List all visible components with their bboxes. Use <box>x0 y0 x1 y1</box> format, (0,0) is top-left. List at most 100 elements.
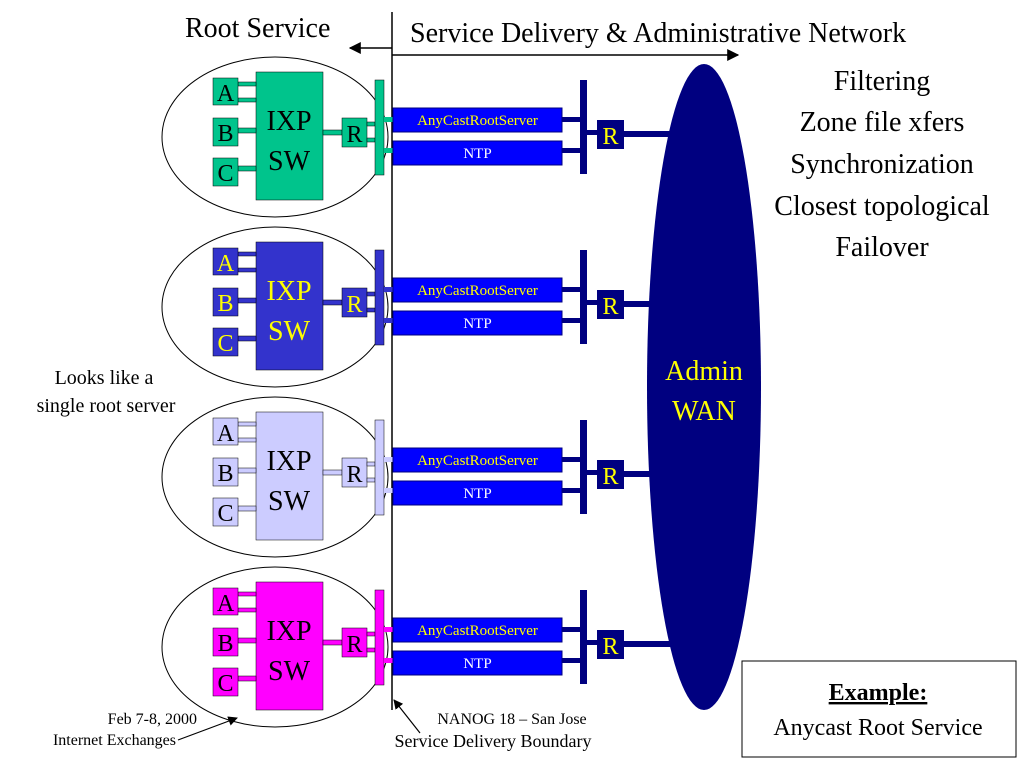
ixp-router-label: R <box>346 632 362 658</box>
port-b <box>212 627 239 657</box>
ntp-service-link <box>562 318 580 323</box>
service-router-link <box>587 640 597 645</box>
ixp-switch-label-line2: SW <box>268 146 311 177</box>
ixp-router <box>341 627 368 658</box>
ntp-link <box>384 658 394 663</box>
port-a-link-bottom <box>237 267 257 273</box>
ixp-bar <box>374 249 385 346</box>
ixp-bar <box>374 79 385 176</box>
cluster-ellipse <box>161 56 389 218</box>
router-wan-link <box>624 641 672 647</box>
ixp-router <box>341 287 368 318</box>
feature-filtering: Filtering <box>834 66 930 97</box>
ixp-switch-label-line1: IXP <box>266 616 311 647</box>
ixp-bar <box>374 419 385 516</box>
service-router-label: R <box>602 294 618 320</box>
example-title: Example: <box>829 680 928 706</box>
ntp-server <box>392 310 563 336</box>
service-router-label: R <box>602 634 618 660</box>
ixp-bar <box>374 589 385 686</box>
ntp-server-label: NTP <box>463 146 491 162</box>
ixp-switch <box>255 71 324 201</box>
port-a-link-top <box>237 421 257 427</box>
port-c <box>212 667 239 697</box>
anycast-service-link <box>562 457 580 462</box>
anycast-root-server-label: AnyCastRootServer <box>417 623 538 639</box>
port-c-label: C <box>217 161 233 187</box>
date-label: Feb 7-8, 2000 <box>108 711 197 728</box>
feature-closest-topological: Closest topological <box>774 191 990 222</box>
switch-router-link <box>322 639 343 646</box>
router-wan-link <box>624 131 672 137</box>
anycast-link <box>384 117 394 122</box>
cluster-ellipse <box>161 226 389 388</box>
port-b <box>212 457 239 487</box>
cluster-1: IXP SW A B C R AnyCastRootServer NTP R <box>161 226 672 388</box>
service-delivery-boundary-label: Service Delivery Boundary <box>395 731 592 751</box>
ixp-switch <box>255 411 324 541</box>
port-c-label: C <box>217 331 233 357</box>
port-b <box>212 287 239 317</box>
router-bar-link-bottom <box>366 137 376 143</box>
ntp-server-label: NTP <box>463 316 491 332</box>
example-box <box>741 660 1017 758</box>
service-router <box>597 290 624 319</box>
ixp-switch-label-line1: IXP <box>266 276 311 307</box>
port-a-label: A <box>217 81 235 107</box>
ixp-switch <box>255 241 324 371</box>
anycast-root-server-label: AnyCastRootServer <box>417 453 538 469</box>
port-a <box>212 587 239 616</box>
port-c-link <box>237 335 257 342</box>
service-bar <box>580 590 587 684</box>
anycast-service-link <box>562 287 580 292</box>
anycast-root-server-label: AnyCastRootServer <box>417 283 538 299</box>
root-service-label: Root Service <box>185 13 330 44</box>
router-bar-link-top <box>366 631 376 637</box>
switch-router-link <box>322 129 343 136</box>
cluster-ellipse <box>161 396 389 558</box>
service-router <box>597 630 624 659</box>
port-c-link <box>237 165 257 172</box>
ixp-switch-label-line2: SW <box>268 486 311 517</box>
nanog-label: NANOG 18 – San Jose <box>437 711 586 728</box>
ntp-server <box>392 480 563 506</box>
ntp-link <box>384 488 394 493</box>
router-wan-link <box>624 471 672 477</box>
feature-failover: Failover <box>835 232 929 263</box>
switch-router-link <box>322 299 343 306</box>
router-bar-link-bottom <box>366 477 376 483</box>
port-a-label: A <box>217 421 235 447</box>
port-b-label: B <box>217 631 233 657</box>
looks-like-label-line1: Looks like a <box>55 367 154 389</box>
port-a-link-bottom <box>237 97 257 103</box>
router-bar-link-top <box>366 121 376 127</box>
internet-exchanges-label: Internet Exchanges <box>53 732 176 749</box>
ntp-server <box>392 140 563 166</box>
ntp-server-label: NTP <box>463 656 491 672</box>
port-b-link <box>237 297 257 304</box>
service-router-link <box>587 300 597 305</box>
service-router <box>597 120 624 149</box>
router-bar-link-top <box>366 291 376 297</box>
ixp-router-label: R <box>346 122 362 148</box>
port-a <box>212 417 239 446</box>
ntp-server-label: NTP <box>463 486 491 502</box>
port-b <box>212 117 239 147</box>
ixp-router-label: R <box>346 462 362 488</box>
anycast-root-server <box>392 617 563 643</box>
admin-wan-label-line1: Admin <box>665 356 743 387</box>
anycast-root-server <box>392 277 563 303</box>
anycast-service-link <box>562 627 580 632</box>
ixp-switch-label-line1: IXP <box>266 106 311 137</box>
port-b-label: B <box>217 461 233 487</box>
port-a-link-top <box>237 251 257 257</box>
port-b-link <box>237 127 257 134</box>
cluster-ellipse <box>161 566 389 728</box>
port-b-label: B <box>217 121 233 147</box>
port-a-link-top <box>237 591 257 597</box>
port-c <box>212 327 239 357</box>
service-bar <box>580 420 587 514</box>
port-b-link <box>237 467 257 474</box>
internet-exchanges-arrow <box>177 716 238 741</box>
